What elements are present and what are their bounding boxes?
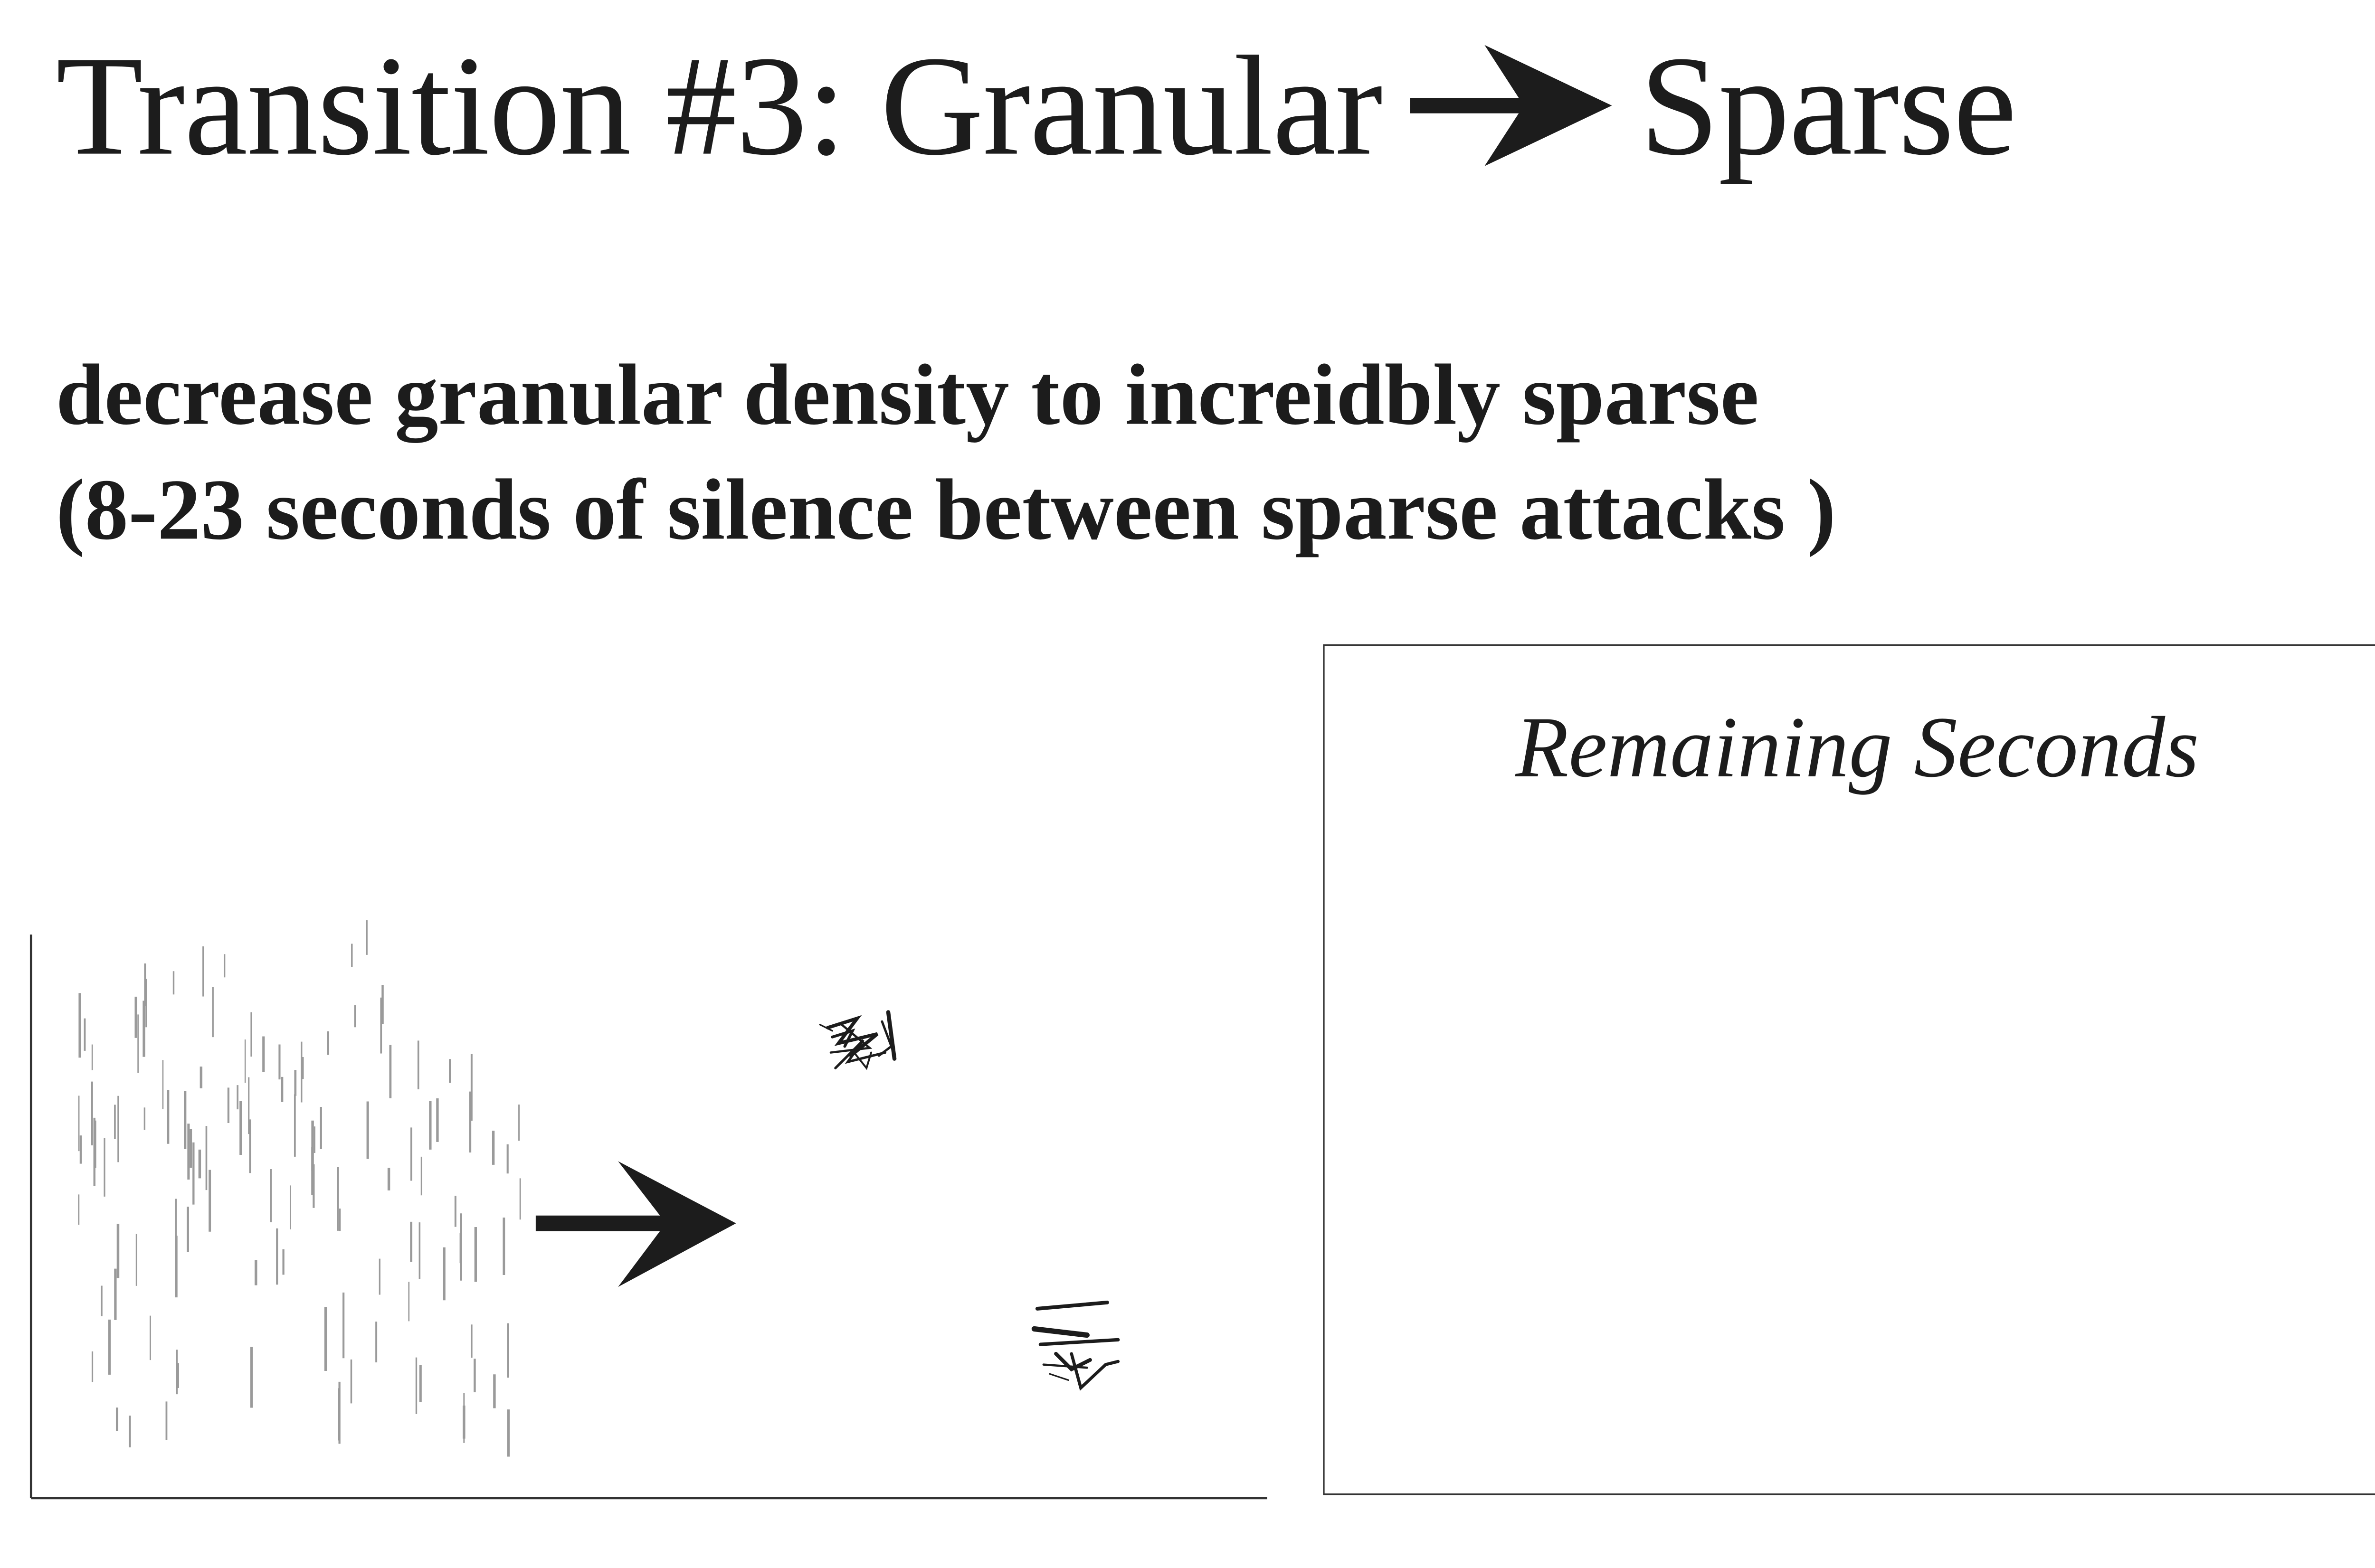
instruction-line-1: decrease granular density to increidbly … — [56, 348, 1759, 444]
title-suffix: Sparse — [1640, 26, 2017, 185]
remaining-seconds-panel: Remaining Seconds — [1323, 644, 2375, 1495]
instruction-line-2: (8-23 seconds of silence between sparse … — [56, 463, 1836, 559]
sparse-attack-mark-1 — [819, 1010, 897, 1070]
instruction-text: decrease granular density to increidbly … — [56, 339, 1836, 568]
diagram-axes — [29, 935, 1267, 1500]
title-prefix: Transition #3: Granular — [56, 26, 1383, 185]
sparse-attack-mark-2 — [1031, 1300, 1120, 1391]
transition-arrow-icon — [535, 1161, 736, 1287]
right-arrow-icon — [1410, 42, 1612, 169]
granular-texture — [78, 920, 521, 1457]
transition-illustration — [29, 920, 1267, 1500]
page-title: Transition #3: Granular Sparse — [56, 26, 2017, 185]
remaining-seconds-label: Remaining Seconds — [1515, 700, 2199, 797]
